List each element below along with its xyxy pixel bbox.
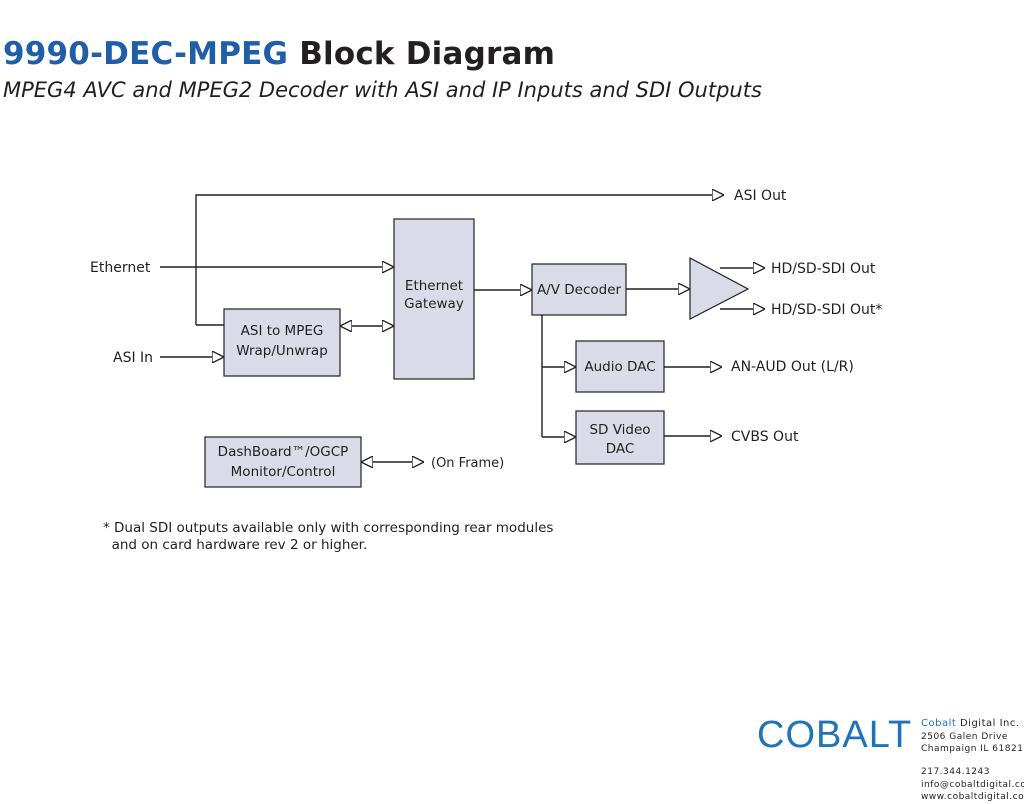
company-name-a: Cobalt bbox=[921, 718, 957, 729]
audio-dac-block bbox=[575, 340, 665, 393]
wires bbox=[160, 195, 765, 462]
sd-video-dac-label-2: DAC bbox=[606, 441, 635, 457]
hd-sdi-out-2-label: HD/SD-SDI Out* bbox=[771, 302, 882, 318]
footnote: * Dual SDI outputs available only with c… bbox=[103, 520, 553, 554]
company-contact: 217.344.1243 info@cobaltdigital.com www.… bbox=[921, 766, 1024, 804]
ethernet-gateway-block bbox=[393, 218, 475, 380]
asi-to-mpeg-label-1: ASI to MPEG bbox=[241, 323, 324, 339]
av-decoder-label: A/V Decoder bbox=[537, 282, 622, 298]
audio-dac-label: Audio DAC bbox=[584, 359, 655, 375]
ethernet-input-label: Ethernet bbox=[90, 260, 151, 276]
an-aud-out-label: AN-AUD Out (L/R) bbox=[731, 359, 854, 375]
title-text: Block Diagram bbox=[299, 36, 556, 72]
phone: 217.344.1243 bbox=[921, 767, 990, 777]
address-line-1: 2506 Galen Drive bbox=[921, 731, 1008, 742]
website: www.cobaltdigital.com bbox=[921, 792, 1024, 802]
asi-out-label: ASI Out bbox=[734, 188, 787, 204]
asi-to-mpeg-label-2: Wrap/Unwrap bbox=[236, 343, 328, 359]
wire-asi-out bbox=[195, 195, 724, 325]
sd-video-dac-block bbox=[575, 410, 665, 465]
dashboard-label-1: DashBoard™/OGCP bbox=[218, 444, 349, 460]
av-decoder-block bbox=[531, 263, 627, 316]
model-name: 9990-DEC-MPEG bbox=[3, 36, 289, 72]
hd-sdi-out-1-label: HD/SD-SDI Out bbox=[771, 261, 876, 277]
dashboard-label-2: Monitor/Control bbox=[231, 464, 336, 480]
footnote-line-2: and on card hardware rev 2 or higher. bbox=[103, 537, 368, 553]
on-frame-label: (On Frame) bbox=[431, 456, 504, 471]
sd-video-dac-label-1: SD Video bbox=[589, 422, 650, 438]
ethernet-gateway-label-2: Gateway bbox=[404, 296, 464, 312]
dashboard-block bbox=[204, 436, 362, 488]
company-name-b: Digital Inc. bbox=[956, 718, 1020, 729]
ethernet-gateway-label-1: Ethernet bbox=[405, 278, 463, 294]
email: info@cobaltdigital.com bbox=[921, 779, 1024, 790]
cobalt-logo: COBALT bbox=[757, 714, 913, 756]
address-line-2: Champaign IL 61821 bbox=[921, 744, 1024, 754]
asi-to-mpeg-block bbox=[223, 308, 341, 377]
diagram-title: 9990-DEC-MPEG Block Diagram bbox=[3, 36, 555, 72]
asi-in-label: ASI In bbox=[113, 350, 153, 366]
company-name: Cobalt Digital Inc. bbox=[921, 718, 1023, 731]
footnote-line-1: * Dual SDI outputs available only with c… bbox=[103, 520, 554, 536]
sdi-output-amplifier bbox=[689, 256, 750, 320]
diagram-subtitle: MPEG4 AVC and MPEG2 Decoder with ASI and… bbox=[3, 78, 762, 102]
company-address: Cobalt Digital Inc. 2506 Galen Drive Cha… bbox=[921, 718, 1023, 756]
cvbs-out-label: CVBS Out bbox=[731, 429, 799, 445]
